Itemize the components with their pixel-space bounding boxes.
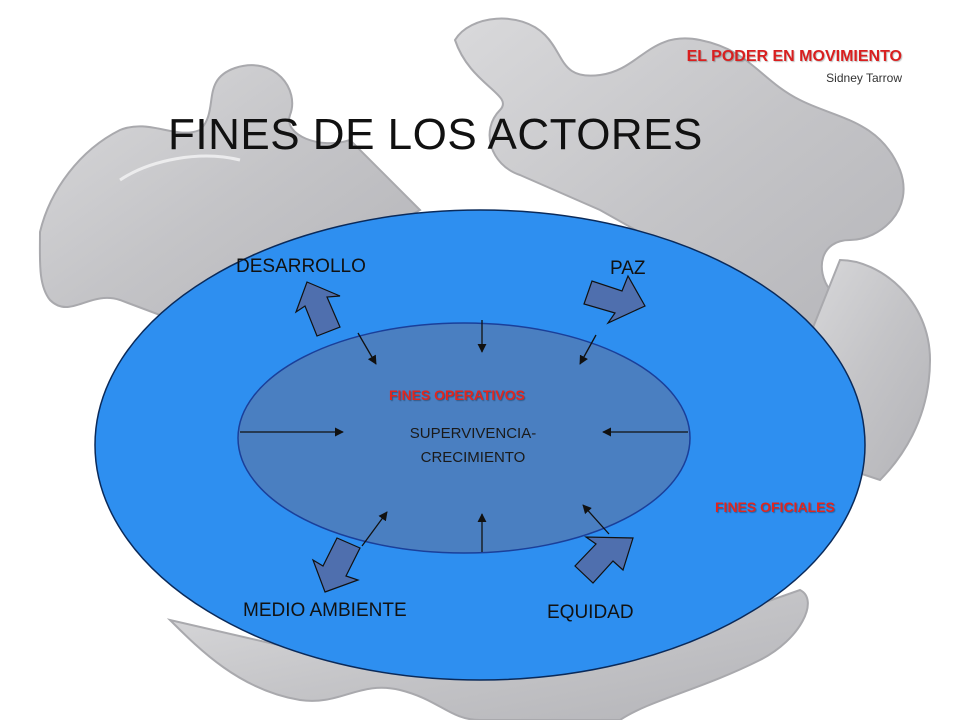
presentation-title: EL PODER EN MOVIMIENTO [686,48,902,65]
block-arrow-equidad-icon [574,536,634,584]
goal-label-paz: PAZ [610,258,646,279]
puzzle-piece-top-right [453,17,905,372]
block-arrow-medio-icon [311,537,361,593]
goal-label-equidad: EQUIDAD [547,602,634,623]
block-arrow-paz-icon [583,274,646,325]
inner-ellipse [237,322,691,554]
puzzle-highlight [119,154,241,182]
block-arrow-desarrollo-icon [294,281,341,337]
center-text-line1: SUPERVIVENCIA- [409,425,537,442]
arrow-bottom-right [582,504,610,535]
arrow-top-right [579,334,597,365]
block-arrows [294,274,646,593]
inner-ellipse-label: FINES OPERATIVOS [389,387,525,403]
arrow-bottom-left [361,511,388,547]
slide-title: FINES DE LOS ACTORES [168,110,703,159]
puzzle-piece-left [38,64,422,332]
inward-arrows [240,320,688,552]
center-text-line2: CRECIMIENTO [420,449,526,466]
outer-ellipse-label: FINES OFICIALES [715,499,835,515]
puzzle-pieces-icon [38,17,932,721]
goal-label-medio-ambiente: MEDIO AMBIENTE [243,600,407,621]
arrow-top-left [357,332,377,365]
author-name: Sidney Tarrow [826,71,902,85]
center-text: SUPERVIVENCIA- CRECIMIENTO [388,422,558,470]
puzzle-piece-bottom [166,588,809,721]
goal-label-desarrollo: DESARROLLO [236,256,366,277]
